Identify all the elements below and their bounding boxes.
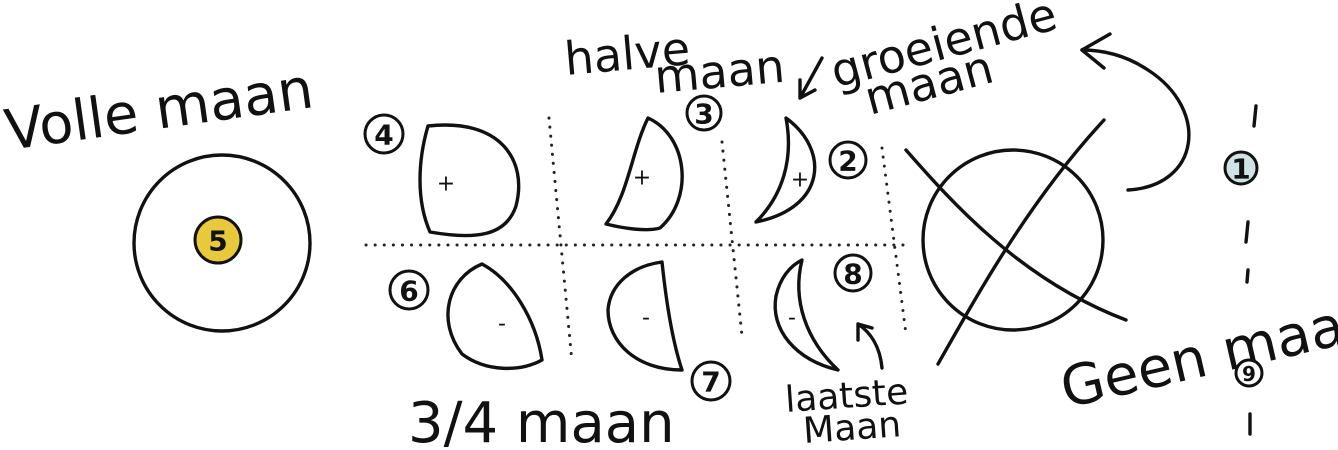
phase-3-number: 3 [694,98,713,131]
phase-4-number: 4 [374,119,393,152]
phase-2-plus: + [791,168,809,193]
grid-vertical-divider-3 [882,148,906,334]
phase-8-number: 8 [843,258,862,291]
arrow-groeiende-icon [800,58,822,98]
phase-8-minus: - [788,306,796,331]
label-drie-kwart-maan: 3/4 maan [408,391,675,450]
label-volle-maan: Volle maan [1,56,317,164]
phase-6-minus: - [498,312,506,337]
phase-8-moon [775,260,838,370]
phase-2-number: 2 [838,145,857,178]
phase-7-minus: - [642,306,650,331]
label-halve-maan: maan [652,39,787,104]
phase-4-moon [420,125,519,236]
label-geen-maan: Geen maan [1055,285,1338,421]
phase-4-plus: + [437,172,455,197]
timeline-tick-3 [1247,270,1248,282]
arrow-laatste-icon [858,324,882,368]
grid-vertical-divider-1 [549,118,572,362]
phase-3-plus: + [633,166,651,191]
grid-vertical-divider-2 [722,142,742,336]
phase-6-moon [448,264,542,368]
timeline-tick-1 [1254,106,1256,126]
phase-9-number: 9 [1242,362,1256,386]
phase-1-number: 1 [1231,153,1250,186]
phase-6-number: 6 [399,275,418,308]
cycle-arrow-icon [1082,50,1189,190]
label-laatste-maan: Maan [802,404,903,450]
new-moon-cross-2 [938,120,1104,364]
phase-5-number: 5 [208,225,227,258]
phase-7-number: 7 [701,366,720,399]
timeline-tick-2 [1246,222,1248,242]
